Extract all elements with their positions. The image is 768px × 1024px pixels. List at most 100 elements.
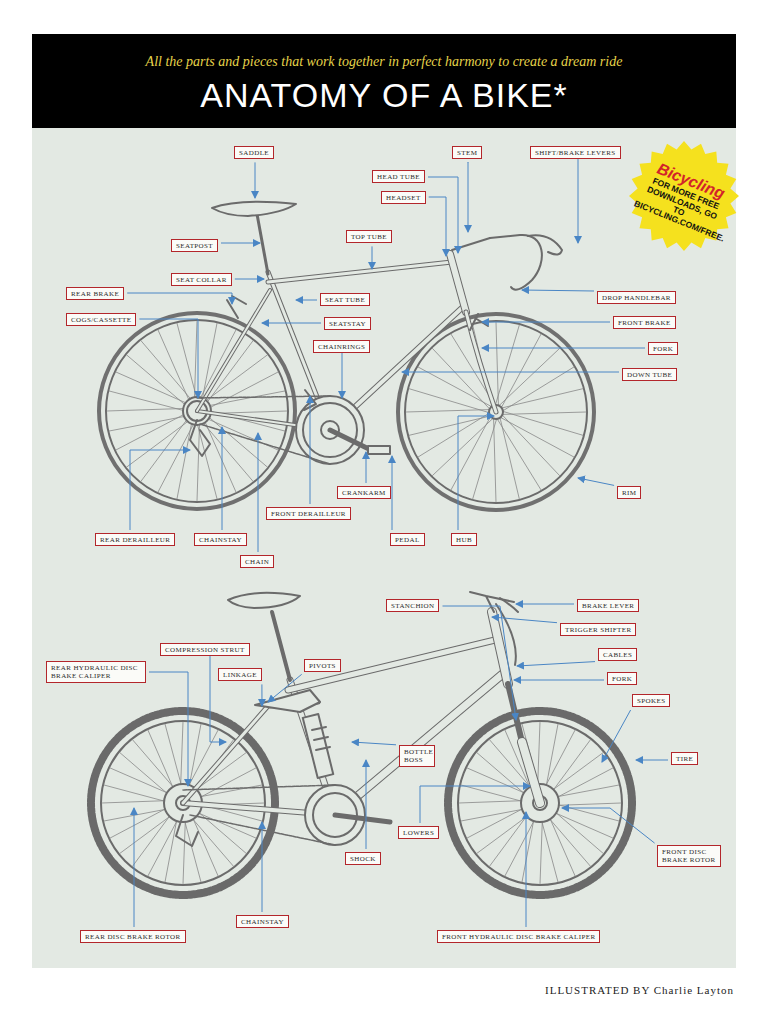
part-label: HUB bbox=[451, 533, 477, 546]
starburst-shape bbox=[629, 141, 739, 251]
spoke bbox=[127, 355, 190, 409]
part-label: SHOCK bbox=[345, 852, 381, 865]
part-label: SEAT COLLAR bbox=[171, 273, 232, 286]
part-label: STANCHION bbox=[386, 599, 439, 612]
leader-line bbox=[262, 822, 263, 912]
part-label: FRONT DISC BRAKE ROTOR bbox=[657, 845, 721, 867]
leader-line bbox=[482, 322, 610, 323]
part-label: SEATSTAY bbox=[324, 317, 371, 330]
leader-line bbox=[602, 710, 631, 762]
part-label: DOWN TUBE bbox=[622, 368, 677, 381]
leader-line bbox=[458, 416, 494, 530]
leader-line bbox=[517, 662, 595, 666]
part-label: CABLES bbox=[598, 648, 637, 661]
part-name: STEM bbox=[457, 149, 477, 157]
leader-line bbox=[222, 427, 223, 530]
leader-line bbox=[526, 812, 527, 927]
part-label: LINKAGE bbox=[218, 668, 262, 681]
part-name: SHIFT/BRAKE LEVERS bbox=[535, 149, 616, 157]
spoke bbox=[501, 334, 541, 407]
spoke bbox=[109, 391, 189, 412]
leader-line bbox=[221, 243, 260, 244]
part-name: SEAT COLLAR bbox=[176, 276, 227, 284]
part-name: SEATPOST bbox=[176, 242, 213, 250]
part-name: BRAKE LEVER bbox=[582, 602, 634, 610]
part-name: HEADSET bbox=[386, 194, 421, 202]
spoke bbox=[494, 419, 496, 502]
part-name: FRONT HYDRAULIC DISC BRAKE CALIPER bbox=[442, 933, 595, 941]
part-label: FRONT BRAKE bbox=[613, 316, 676, 329]
spoke bbox=[473, 419, 497, 499]
leader-line bbox=[402, 372, 619, 373]
part-name: SHOCK bbox=[350, 855, 376, 863]
leader-line bbox=[636, 760, 668, 761]
spoke bbox=[496, 322, 498, 405]
spoke bbox=[197, 419, 200, 502]
part-name: BOTTLE BOSS bbox=[404, 748, 433, 764]
part-label: FRONT DERAILLEUR bbox=[266, 507, 351, 520]
spoke bbox=[500, 418, 519, 499]
part-name: FORK bbox=[653, 345, 673, 353]
part-name: COMPRESSION STRUT bbox=[165, 646, 245, 654]
part-label: SHIFT/BRAKE LEVERS bbox=[530, 146, 621, 159]
leader-line bbox=[342, 346, 343, 398]
part-name: LINKAGE bbox=[223, 671, 257, 679]
spoke bbox=[418, 413, 489, 457]
leader-line bbox=[514, 680, 604, 681]
leader-line bbox=[262, 323, 321, 324]
part-name: STANCHION bbox=[391, 602, 434, 610]
part-label: FORK bbox=[607, 672, 637, 685]
part-label: PEDAL bbox=[390, 533, 425, 546]
part-label: HEAD TUBE bbox=[372, 170, 425, 183]
spoke bbox=[502, 415, 559, 476]
spoke bbox=[127, 418, 193, 467]
leader-line bbox=[392, 456, 393, 530]
leader-line bbox=[468, 162, 469, 232]
spoke bbox=[503, 411, 583, 435]
part-name: FRONT BRAKE bbox=[618, 319, 671, 327]
part-name: TOP TUBE bbox=[351, 233, 387, 241]
part-name: DOWN TUBE bbox=[627, 371, 672, 379]
part-label: TRIGGER SHIFTER bbox=[560, 623, 636, 636]
leader-line bbox=[255, 162, 256, 198]
part-label: CHAINSTAY bbox=[236, 915, 289, 928]
spoke bbox=[499, 348, 560, 405]
leader-line bbox=[578, 478, 614, 485]
spoke bbox=[501, 417, 574, 457]
part-label: CHAIN bbox=[240, 555, 274, 568]
part-label: FORK bbox=[648, 342, 678, 355]
title: ANATOMY OF A BIKE* bbox=[32, 76, 736, 115]
part-label: TIRE bbox=[671, 752, 698, 765]
part-label: REAR DERAILLEUR bbox=[95, 533, 175, 546]
road-bike bbox=[99, 202, 594, 510]
leader-line bbox=[127, 293, 232, 304]
leader-line bbox=[268, 674, 302, 702]
part-name: CABLES bbox=[603, 651, 632, 659]
leader-line bbox=[482, 348, 645, 349]
spoke bbox=[194, 321, 197, 404]
mountain-bike bbox=[91, 592, 632, 895]
part-name: SEAT TUBE bbox=[325, 296, 365, 304]
part-label: FRONT HYDRAULIC DISC BRAKE CALIPER bbox=[437, 930, 600, 943]
part-label: DROP HANDLEBAR bbox=[597, 291, 676, 304]
leader-line bbox=[429, 197, 446, 256]
part-name: SPOKES bbox=[637, 697, 665, 705]
leader-line bbox=[428, 177, 458, 253]
part-name: HUB bbox=[456, 536, 472, 544]
part-label: BRAKE LEVER bbox=[577, 599, 639, 612]
part-name: TIRE bbox=[676, 755, 693, 763]
spoke bbox=[418, 367, 491, 407]
part-name: CHAINRINGS bbox=[318, 343, 365, 351]
part-label: COMPRESSION STRUT bbox=[160, 643, 250, 656]
spoke bbox=[432, 418, 493, 475]
leader-line bbox=[261, 684, 262, 706]
part-name: CHAINSTAY bbox=[241, 918, 284, 926]
part-label: SEATPOST bbox=[171, 239, 218, 252]
part-name: RIM bbox=[622, 489, 636, 497]
spoke bbox=[495, 325, 519, 405]
part-label: HEADSET bbox=[381, 191, 426, 204]
leader-line bbox=[139, 319, 198, 398]
spoke bbox=[497, 419, 541, 490]
leader-line bbox=[562, 808, 655, 843]
spoke bbox=[158, 330, 191, 406]
